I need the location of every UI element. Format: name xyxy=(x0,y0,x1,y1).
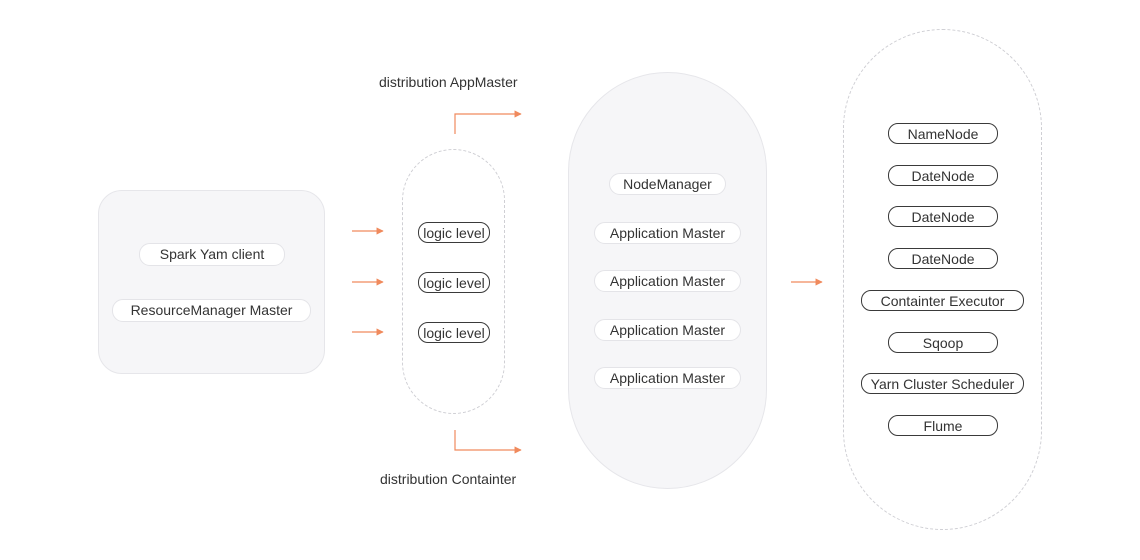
spark-yam-client-node: Spark Yam client xyxy=(139,243,285,266)
logic-level-node: logic level xyxy=(418,322,490,343)
nodemanager-node: NodeManager xyxy=(609,173,726,195)
distribution-appmaster-label: distribution AppMaster xyxy=(379,74,518,90)
datenode-node: DateNode xyxy=(888,165,998,186)
flume-node: Flume xyxy=(888,415,998,436)
arrow-distribution-containter xyxy=(454,430,522,454)
application-master-node: Application Master xyxy=(594,222,741,244)
logic-level-group xyxy=(402,149,505,414)
datenode-node: DateNode xyxy=(888,248,998,269)
services-group xyxy=(843,29,1042,530)
namenode-node: NameNode xyxy=(888,123,998,144)
application-master-node: Application Master xyxy=(594,319,741,341)
logic-level-node: logic level xyxy=(418,272,490,293)
containter-executor-node: Containter Executor xyxy=(861,290,1024,311)
logic-level-node: logic level xyxy=(418,222,490,243)
sqoop-node: Sqoop xyxy=(888,332,998,353)
datenode-node: DateNode xyxy=(888,206,998,227)
resourcemanager-master-node: ResourceManager Master xyxy=(112,299,311,322)
yarn-cluster-scheduler-node: Yarn Cluster Scheduler xyxy=(861,373,1024,394)
distribution-containter-label: distribution Containter xyxy=(380,471,517,487)
application-master-node: Application Master xyxy=(594,367,741,389)
application-master-node: Application Master xyxy=(594,270,741,292)
arrow-distribution-appmaster xyxy=(454,110,522,134)
client-panel xyxy=(98,190,325,374)
